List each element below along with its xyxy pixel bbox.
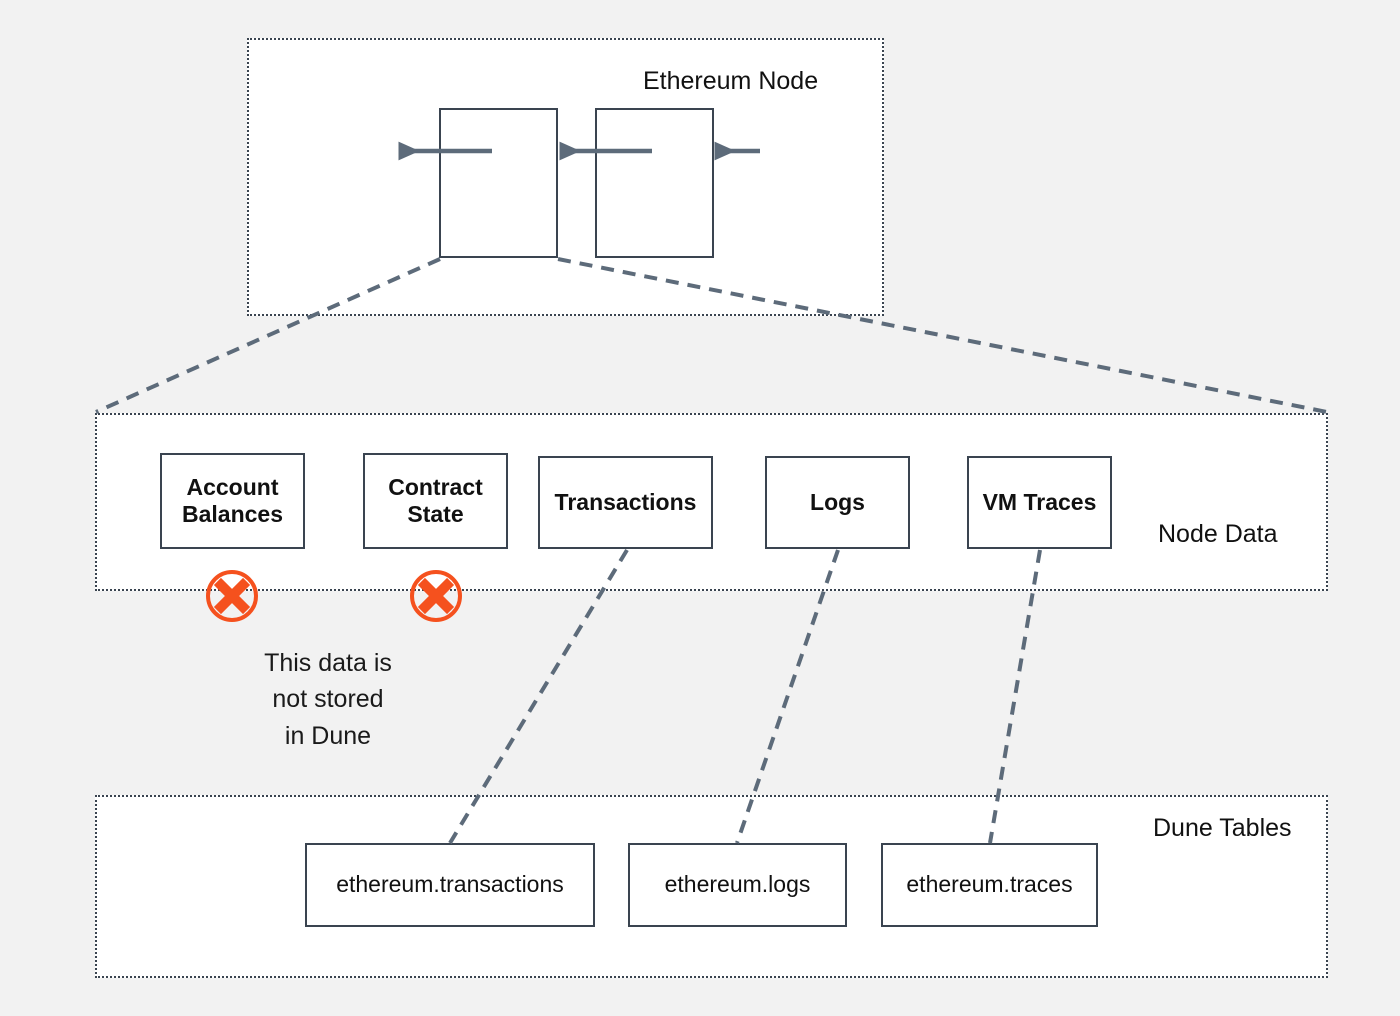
- box-contract-state[interactable]: Contract State: [363, 453, 508, 549]
- label-dune-tables: Dune Tables: [1153, 814, 1292, 842]
- box-ethereum-logs[interactable]: ethereum.logs: [628, 843, 847, 927]
- cross-icon-account-balances[interactable]: [204, 568, 260, 624]
- cross-icon-contract-state[interactable]: [408, 568, 464, 624]
- box-account-balances[interactable]: Account Balances: [160, 453, 305, 549]
- label-node-data: Node Data: [1158, 520, 1278, 548]
- box-ethereum-transactions[interactable]: ethereum.transactions: [305, 843, 595, 927]
- node-rect-left: [439, 108, 558, 258]
- box-transactions[interactable]: Transactions: [538, 456, 713, 549]
- not-stored-note: This data is not stored in Dune: [264, 649, 392, 750]
- label-ethereum-node: Ethereum Node: [643, 67, 819, 95]
- node-rect-right: [595, 108, 714, 258]
- box-ethereum-traces[interactable]: ethereum.traces: [881, 843, 1098, 927]
- box-vm-traces[interactable]: VM Traces: [967, 456, 1112, 549]
- box-logs[interactable]: Logs: [765, 456, 910, 549]
